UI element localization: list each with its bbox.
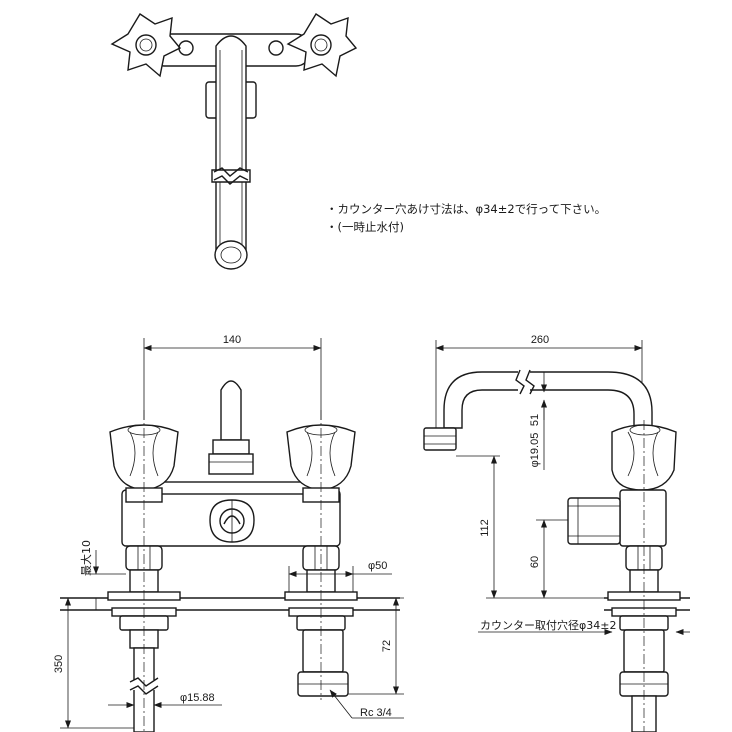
top-spout-tip bbox=[214, 240, 248, 270]
dim-phi50-label: φ50 bbox=[368, 560, 387, 572]
dim-350-label: 350 bbox=[53, 655, 65, 673]
side-view: 260 bbox=[423, 334, 690, 732]
top-bolt-left bbox=[178, 40, 194, 56]
dim-max10-label: 最大10 bbox=[79, 540, 93, 576]
front-body-top bbox=[141, 481, 321, 495]
front-spout-collar bbox=[212, 439, 250, 455]
note-stop-valve: ・(一時止水付) bbox=[326, 220, 404, 234]
front-right-handle bbox=[286, 424, 356, 503]
dim-60-label: 60 bbox=[529, 556, 541, 568]
top-bolt-right bbox=[268, 40, 284, 56]
side-stop-valve bbox=[567, 497, 621, 545]
dim-140-label: 140 bbox=[223, 334, 241, 346]
dim-72-label: 72 bbox=[381, 640, 393, 652]
side-spout-tip bbox=[423, 427, 457, 451]
counter-hole-label: カウンター取付穴径φ34±2 bbox=[480, 618, 616, 632]
front-spout bbox=[220, 380, 242, 441]
note-counter-hole: ・カウンター穴あけ寸法は、φ34±2で行って下さい。 bbox=[326, 202, 606, 216]
top-view bbox=[110, 13, 358, 270]
top-spout bbox=[215, 35, 247, 266]
dim-112-label: 112 bbox=[479, 519, 491, 537]
dim-phi19-label: φ19.05 bbox=[529, 433, 541, 468]
dim-260-label: 260 bbox=[531, 334, 549, 346]
side-spout bbox=[443, 371, 653, 433]
front-right-threaded-body bbox=[302, 629, 344, 673]
dim-phi15-label: φ15.88 bbox=[180, 692, 215, 704]
front-view: 140 bbox=[53, 334, 404, 732]
front-spout-base bbox=[208, 453, 254, 475]
top-right-handle bbox=[286, 13, 358, 78]
top-left-handle bbox=[110, 13, 182, 78]
side-body bbox=[619, 489, 667, 547]
dim-51-label: 51 bbox=[529, 414, 541, 426]
dim-rc-label: Rc 3/4 bbox=[360, 707, 392, 719]
